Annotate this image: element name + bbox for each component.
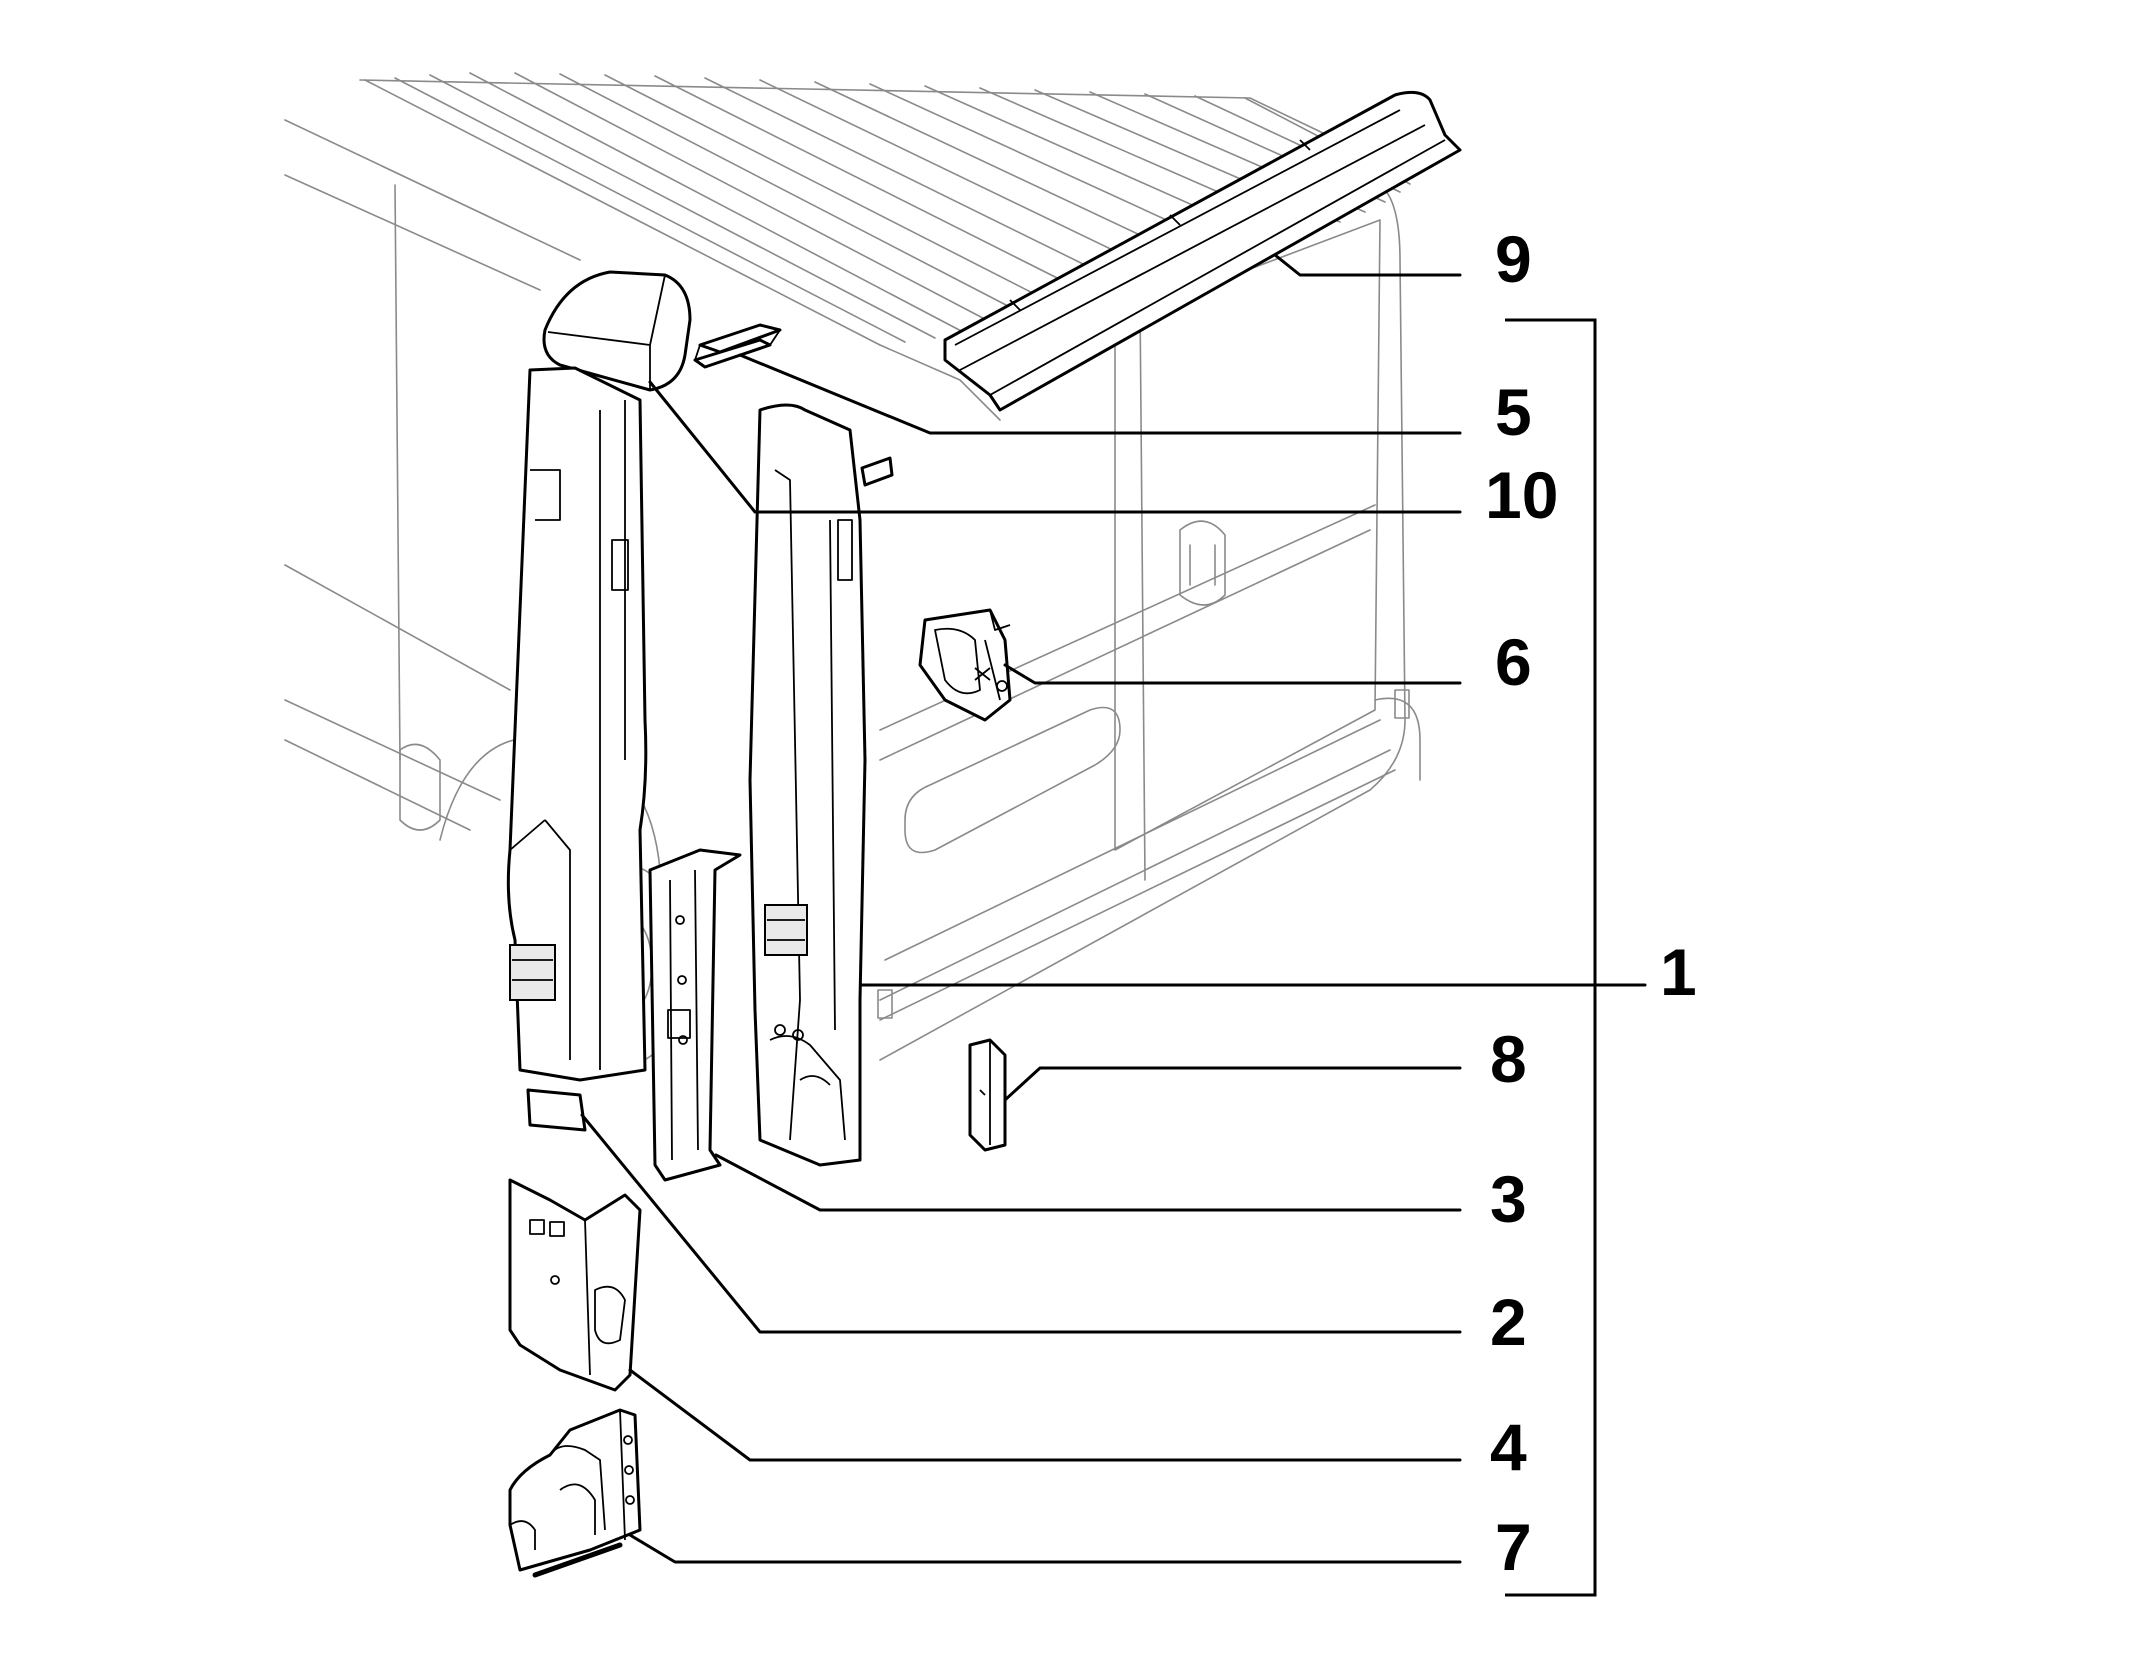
callout-4: 4: [1490, 1410, 1527, 1484]
lower-body-line: [879, 697, 1421, 1021]
leader-9: [1273, 253, 1462, 277]
part-6-bracket: [918, 608, 1012, 722]
callout-1: 1: [1660, 935, 1697, 1009]
leader-5: [738, 353, 1462, 435]
callout-6: 6: [1495, 625, 1532, 699]
leader-6: [1003, 663, 1462, 685]
callout-9: 9: [1495, 222, 1532, 296]
group-bracket: [1505, 318, 1597, 1597]
callout-labels: 9 5 10 6 1 8 3 2 4 7: [1485, 222, 1697, 1584]
callout-7: 7: [1495, 1510, 1532, 1584]
leader-3: [714, 1153, 1462, 1212]
callout-3: 3: [1490, 1162, 1527, 1236]
leader-8: [1003, 1066, 1462, 1102]
rear-door-panel-line: [879, 504, 1391, 1001]
van-side-belt: [284, 564, 511, 831]
van-side-top: [284, 119, 581, 761]
rear-door-inner: [1114, 219, 1381, 851]
callout-10: 10: [1485, 458, 1558, 532]
leader-7: [628, 1533, 1462, 1564]
callout-2: 2: [1490, 1285, 1527, 1359]
callout-8: 8: [1490, 1022, 1527, 1096]
callout-5: 5: [1495, 375, 1532, 449]
part-5-plate: [693, 323, 782, 369]
leader-2: [580, 1113, 1462, 1334]
part-7-lower-bracket: [508, 1408, 642, 1578]
van-front-arch: [399, 743, 441, 831]
part-8-angle: [968, 1038, 1007, 1152]
part-2-rear-pillar: [506, 366, 648, 1132]
bumper-recess: [904, 706, 1121, 854]
part-3-inner-pillar: [648, 848, 742, 1182]
part-1-door-pillar: [748, 403, 894, 1167]
part-9-roof-crossmember: [943, 90, 1462, 412]
leader-4: [628, 1368, 1462, 1462]
part-4-lower-panel: [508, 1178, 642, 1392]
leader-10: [648, 380, 1462, 514]
leader-lines: [580, 253, 1647, 1564]
door-handle: [1179, 520, 1226, 606]
